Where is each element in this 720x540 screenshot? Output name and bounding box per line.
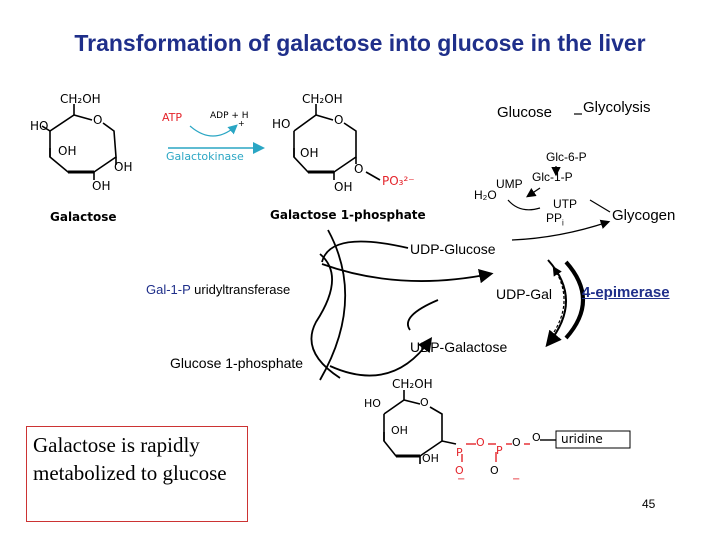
atp-label: ATP: [162, 111, 183, 124]
glycogen-branch-lines: [507, 166, 611, 241]
udpgal-ring-oxygen: O: [420, 396, 429, 409]
glc1p-label: Glc-1-P: [532, 170, 573, 184]
udpgal-oxygen-a: O: [476, 436, 485, 449]
gal1p-ring-oxygen: O: [334, 113, 344, 127]
udpgal-phosphorus-1: P: [456, 446, 463, 459]
udpgal-ch2oh: CH₂OH: [392, 377, 433, 391]
summary-note: Galactose is rapidly metabolized to gluc…: [26, 426, 248, 522]
ppi-main: PP: [546, 211, 563, 225]
page-number: 45: [642, 497, 656, 511]
gal1p-oh-left: OH: [300, 146, 319, 160]
udpgal-minus-2: −: [512, 474, 521, 485]
udpgal-oh-left: OH: [391, 424, 408, 437]
gal1p-prefix: Gal-1-P: [146, 282, 195, 297]
udp-galactose-ring: [383, 390, 457, 464]
glc6p-label: Glc-6-P: [546, 150, 587, 164]
gal1p-ho: HO: [272, 117, 291, 131]
galactokinase-arrow: [168, 124, 265, 154]
ppi-label: PPi: [546, 211, 564, 227]
galactose-1-phosphate-ring: [293, 104, 381, 181]
h2o-label: H₂O: [474, 188, 497, 202]
utp-label: UTP: [553, 197, 577, 211]
glucose-1-phosphate-label: Glucose 1-phosphate: [170, 355, 304, 371]
slide-title: Transformation of galactose into glucose…: [74, 30, 646, 56]
galactose-name: Galactose: [50, 210, 117, 224]
gal1p-oh-bottom: OH: [334, 180, 353, 194]
udpgal-minus-1: −: [457, 474, 466, 485]
udpgal-oxygen-b: O: [512, 436, 521, 449]
uridine-label: uridine: [561, 432, 603, 446]
udpgal-oxygen-minus-1: O: [455, 464, 464, 477]
udp-glucose-label: UDP-Glucose: [410, 241, 496, 257]
gal1p-uridyltransferase-label: Gal-1-P uridyltransferase: [146, 282, 290, 297]
epimerase-label: 4-epimerase: [582, 284, 670, 301]
galactokinase-label: Galactokinase: [166, 150, 244, 163]
ump-label: UMP: [496, 177, 523, 191]
uridine-box: [555, 430, 631, 449]
glucose-label: Glucose: [497, 104, 553, 121]
epimerase-arrows: [545, 259, 585, 348]
adp-plus-sign: +: [238, 119, 245, 128]
uridyltransferase-text: uridyltransferase: [194, 282, 291, 297]
galactose-ch2oh: CH₂OH: [60, 92, 101, 106]
galactose-oh-left: OH: [58, 144, 77, 158]
gal1p-link-oxygen: O: [354, 162, 364, 176]
udpgal-ho: HO: [364, 397, 381, 410]
galactose-oh-bottom: OH: [92, 179, 111, 193]
udp-galactose-label: UDP-Galactose: [410, 339, 508, 355]
udp-gal-label: UDP-Gal: [496, 286, 553, 302]
gal1p-ch2oh: CH₂OH: [302, 92, 343, 106]
glycolysis-label: Glycolysis: [583, 99, 651, 116]
adp-label: ADP + H: [210, 111, 249, 121]
galactose-ring-oxygen: O: [93, 113, 103, 127]
udpgal-oxygen-minus-2: O: [490, 464, 499, 477]
gal1p-po3: PO₃²⁻: [382, 174, 415, 188]
galactose-oh-right: OH: [114, 160, 133, 174]
udpgal-oh-bottom: OH: [422, 452, 439, 465]
gal1p-name: Galactose 1-phosphate: [270, 208, 426, 222]
galactose-ho: HO: [30, 119, 49, 133]
udpgal-phosphorus-2: P: [496, 444, 503, 457]
cycle-curves: [310, 229, 494, 381]
ppi-subscript: i: [562, 218, 564, 228]
udp-phosphate-bonds: [461, 439, 556, 462]
glycogen-label: Glycogen: [612, 207, 676, 224]
udpgal-oxygen-c: O: [532, 431, 541, 444]
galactose-ring: [41, 104, 117, 180]
